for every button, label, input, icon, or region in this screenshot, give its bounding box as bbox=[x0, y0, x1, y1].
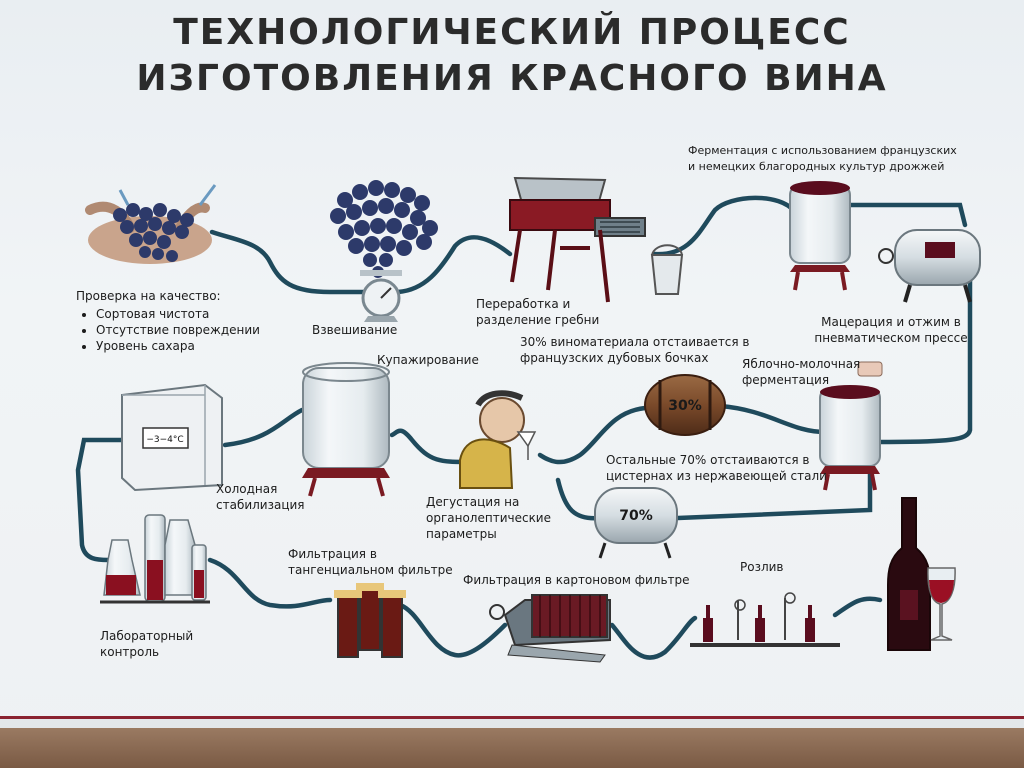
blending-tank-illustration bbox=[302, 362, 390, 497]
label-tangential-filtration: Фильтрация в тангенциальном фильтре bbox=[288, 546, 453, 578]
malolactic-tank-illustration bbox=[819, 361, 883, 491]
pneumatic-press-illustration bbox=[878, 229, 981, 303]
lab-line-2: контроль bbox=[100, 645, 160, 659]
label-fermentation: Ферментация с использованием французских… bbox=[688, 143, 957, 175]
oak-line-1: 30% виноматериала отстаивается в bbox=[520, 335, 750, 349]
wine-glass-illustration bbox=[927, 567, 956, 641]
label-maceration: Мацерация и отжим в пневматическом пресс… bbox=[806, 314, 976, 346]
steel-barrel-percent: 70% bbox=[619, 508, 653, 524]
fermentation-line-1: Ферментация с использованием французских bbox=[688, 144, 957, 157]
steel-line-1: Остальные 70% отстаиваются в bbox=[606, 453, 810, 467]
quality-item: Сортовая чистота bbox=[96, 306, 260, 322]
label-steel-aging: Остальные 70% отстаиваются в цистернах и… bbox=[606, 452, 827, 484]
fermentation-line-2: и немецких благородных культур дрожжей bbox=[688, 160, 945, 173]
label-quality-check: Проверка на качество: Сортовая чистота О… bbox=[76, 288, 260, 354]
title-line-1: ТЕХНОЛОГИЧЕСКИЙ ПРОЦЕСС bbox=[173, 12, 851, 53]
grapes-hands-illustration bbox=[85, 184, 217, 264]
page-title: ТЕХНОЛОГИЧЕСКИЙ ПРОЦЕСС ИЗГОТОВЛЕНИЯ КРА… bbox=[0, 10, 1024, 102]
label-processing: Переработка и разделение гребни bbox=[476, 296, 599, 328]
title-line-2: ИЗГОТОВЛЕНИЯ КРАСНОГО ВИНА bbox=[136, 58, 888, 99]
processing-line-2: разделение гребни bbox=[476, 313, 600, 327]
oak-barrel-percent: 30% bbox=[668, 398, 702, 414]
malolactic-line-2: ферментация bbox=[742, 373, 830, 387]
label-tasting: Дегустация на органолептические параметр… bbox=[426, 494, 551, 542]
label-weighing: Взвешивание bbox=[312, 323, 398, 337]
cold-stabilization-illustration: −3−4°C bbox=[121, 383, 223, 492]
oak-barrel-illustration: 30% bbox=[644, 374, 726, 436]
pipe-network bbox=[75, 195, 973, 660]
tasting-line-2: органолептические bbox=[426, 511, 551, 525]
taster-illustration bbox=[459, 390, 537, 489]
label-cardboard-filtration: Фильтрация в картоновом фильтре bbox=[463, 573, 690, 587]
tangential-line-1: Фильтрация в bbox=[288, 547, 377, 561]
lab-glassware-illustration bbox=[100, 514, 210, 604]
tangential-line-2: тангенциальном фильтре bbox=[288, 563, 453, 577]
oak-line-2: французских дубовых бочках bbox=[520, 351, 709, 365]
label-cold-stabilization: Холодная стабилизация bbox=[216, 481, 305, 513]
label-malolactic: Яблочно-молочная ферментация bbox=[742, 356, 860, 388]
cardboard-filter-illustration bbox=[489, 594, 611, 663]
wooden-frame bbox=[0, 728, 1024, 768]
quality-heading: Проверка на качество: bbox=[76, 289, 221, 303]
label-lab-control: Лабораторный контроль bbox=[100, 628, 193, 660]
steel-barrel-illustration: 70% bbox=[594, 487, 678, 559]
label-oak-aging: 30% виноматериала отстаивается в француз… bbox=[520, 334, 750, 366]
quality-item: Уровень сахара bbox=[96, 338, 260, 354]
tasting-line-3: параметры bbox=[426, 527, 497, 541]
quality-item: Отсутствие повреждении bbox=[96, 322, 260, 338]
crusher-destemmer-illustration bbox=[509, 176, 684, 303]
wine-bottle-illustration bbox=[887, 497, 931, 651]
malolactic-line-1: Яблочно-молочная bbox=[742, 357, 861, 371]
lab-line-1: Лабораторный bbox=[100, 629, 194, 643]
fermentation-tank-illustration bbox=[789, 181, 851, 291]
cold-line-2: стабилизация bbox=[216, 498, 305, 512]
maceration-line-1: Мацерация и отжим в bbox=[821, 315, 961, 329]
cold-line-1: Холодная bbox=[216, 482, 278, 496]
label-blending: Купажирование bbox=[377, 353, 479, 367]
processing-line-1: Переработка и bbox=[476, 297, 571, 311]
tangential-filter-illustration bbox=[334, 583, 406, 658]
label-bottling: Розлив bbox=[740, 560, 784, 574]
steel-line-2: цистернах из нержавеющей стали bbox=[606, 469, 827, 483]
maceration-line-2: пневматическом прессе bbox=[814, 331, 968, 345]
thermostat-reading: −3−4°C bbox=[146, 435, 183, 445]
tasting-line-1: Дегустация на bbox=[426, 495, 520, 509]
quality-list: Сортовая чистота Отсутствие повреждении … bbox=[76, 306, 260, 354]
bottling-line-illustration bbox=[690, 592, 840, 647]
grapes-on-scale-illustration bbox=[330, 180, 438, 322]
